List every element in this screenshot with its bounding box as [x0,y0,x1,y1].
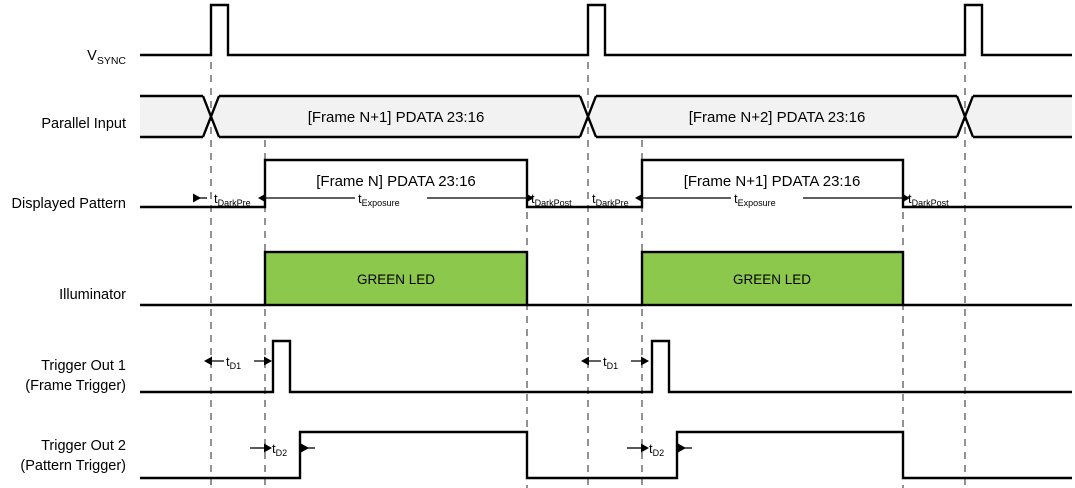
pattern-label-frame-n1: [Frame N+1] PDATA 23:16 [684,173,861,190]
bus-fill-segment-1 [211,96,588,137]
parallel-input-label: Parallel Input [41,116,126,132]
bus-fill-segment-2 [588,96,965,137]
d1-second-text-bg [601,353,631,368]
illuminator-label: Illuminator [59,287,126,303]
d1-first-text-bg [224,353,254,368]
bus-fill-segment-3 [965,96,1072,137]
dark-post-1-label: tDarkPost [531,191,572,208]
bus-label-frame-n1: [Frame N+1] PDATA 23:16 [308,109,485,126]
displayed-pattern-waveform [140,158,1072,209]
illuminator-row: Illuminator GREEN LED GREEN LED [59,250,1072,307]
dark-post-2-label: tDarkPost [908,191,949,208]
exposure-2-text-bg [731,190,803,205]
d1-second-label: tD1 [603,354,618,371]
trigger-out-1-row: Trigger Out 1 (Frame Trigger) tD1 tD1 [25,339,1072,394]
trigger-out-1-label-line1: Trigger Out 1 [41,358,126,374]
illuminator-block-0-label: GREEN LED [357,272,435,287]
displayed-pattern-label: Displayed Pattern [12,196,126,212]
trigger-out-1-waveform [140,339,1072,394]
vsync-waveform [140,3,1072,57]
vsync-row: VSYNC [87,3,1072,67]
bus-fill-segment-0 [140,96,211,137]
displayed-pattern-row: Displayed Pattern [Frame N] PDATA 23:16 … [12,158,1072,212]
trigger-out-2-row: Trigger Out 2 (Pattern Trigger) tD2 tD2 [20,430,1072,480]
bus-label-frame-n2: [Frame N+2] PDATA 23:16 [689,109,866,126]
bus-outline [140,94,1072,139]
illuminator-block-1-label: GREEN LED [733,272,811,287]
trigger-out-2-waveform [140,430,1072,480]
dark-pre-1-label: tDarkPre [214,191,251,208]
vsync-label: VSYNC [87,48,126,67]
d2-second-label: tD2 [649,441,664,458]
d2-first-label: tD2 [272,441,287,458]
trigger-out-2-label-line2: (Pattern Trigger) [20,458,126,474]
pattern-label-frame-n: [Frame N] PDATA 23:16 [316,173,476,190]
parallel-input-row: Parallel Input [Frame N+1] PDATA 23:16 [… [41,94,1072,139]
illuminator-block-1 [640,250,905,307]
exposure-2-label: tExposure [734,191,776,208]
illuminator-block-0 [263,250,529,307]
d1-first-label: tD1 [226,354,241,371]
dark-pre-2-label: tDarkPre [592,191,629,208]
exposure-1-label: tExposure [358,191,400,208]
trigger-out-1-label-line2: (Frame Trigger) [25,378,126,394]
exposure-1-text-bg [355,190,427,205]
trigger-out-2-label-line1: Trigger Out 2 [41,438,126,454]
